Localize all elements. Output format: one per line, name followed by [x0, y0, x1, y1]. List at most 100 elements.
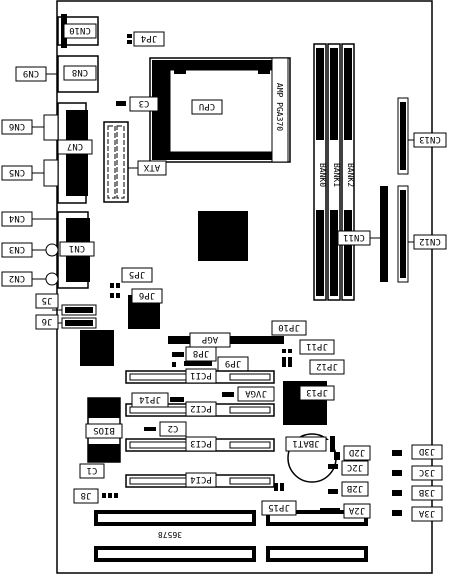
j3a-label: J3A [418, 508, 435, 518]
bios-label: BIOS [93, 425, 115, 435]
cn12-connector: CN12 [397, 185, 447, 283]
cn2-label: CN2 [9, 273, 25, 283]
atx-label: ATX [143, 162, 160, 172]
jp12-label: JP12 [316, 361, 338, 371]
dimm-bank0: BANK0 [313, 43, 327, 301]
c1-label: C1 [87, 465, 98, 475]
cn1-connector: CN1 CN4 CN3 CN2 [1, 211, 95, 289]
bank2-label: BANK2 [346, 163, 355, 187]
jbat1-label: JBAT1 [292, 438, 319, 448]
j2d-header: J2D [334, 445, 371, 461]
c3-label: C3 [139, 98, 150, 108]
j2d-label: J2D [349, 447, 365, 457]
cn5-label: CN5 [9, 167, 25, 177]
bios-chip: BIOS [85, 397, 123, 463]
jp5-jumper: JP5 [110, 267, 153, 288]
j8-header: J8 [73, 488, 118, 504]
j2c-label: J2C [347, 462, 363, 472]
jp6-jumper: JP6 [110, 288, 163, 304]
cn10-label: CN10 [69, 25, 91, 35]
cn8-connector: CN8 CN9 [15, 55, 99, 93]
cn12-label: CN12 [419, 236, 441, 246]
cn11-label: CN11 [343, 232, 365, 242]
j6-header: J6 [35, 314, 97, 330]
dimm-bank2: BANK2 [341, 43, 355, 301]
cn7-connector: CN7 CN6 [1, 102, 93, 204]
j8-label: J8 [81, 490, 92, 500]
c2-capacitor: C2 [144, 421, 187, 437]
c2-label: C2 [168, 423, 179, 433]
isa-slot-1 [94, 510, 256, 526]
north-bridge-chip [198, 211, 248, 261]
c1-capacitor: C1 [79, 463, 105, 479]
jvga-label: JVGA [245, 388, 267, 398]
j3a-header: J3A [392, 506, 443, 522]
jp14-jumper: JP14 [131, 392, 184, 408]
board-code: 36578 [158, 530, 182, 539]
j3c-header: J3C [392, 465, 443, 481]
jp8-jumper: JP8 [172, 346, 217, 362]
cn7-label: CN7 [67, 141, 83, 151]
j3c-label: J3C [419, 467, 435, 477]
jp4-jumper: JP4 [127, 31, 165, 47]
jp15-label: JP15 [268, 502, 290, 512]
board-outline [56, 0, 433, 574]
jp10-label: JP10 [278, 322, 300, 332]
cn11-connector: CN11 [337, 186, 388, 282]
cn4-label: CN4 [9, 213, 25, 223]
cn8-label: CN8 [72, 67, 88, 77]
jp6-label: JP6 [139, 290, 155, 300]
pci1-slot: PCI1 [125, 368, 275, 384]
jp11-jumper: JP11 [282, 339, 335, 355]
amp-pga370-label: AMP PGA370 [275, 83, 284, 131]
bank0-label: BANK0 [318, 163, 327, 187]
dimm-bank1: BANK1 [327, 43, 341, 301]
jp10-jumper: JP10 [271, 320, 307, 336]
jp14-label: JP14 [139, 394, 161, 404]
pci4-label: PCI4 [190, 474, 212, 484]
jp12-jumper: JP12 [282, 357, 345, 375]
agp-slot: AGP [168, 332, 284, 348]
io-chip [80, 330, 114, 366]
jp13-jumper: JP13 [299, 385, 335, 401]
cn10-connector: CN10 [57, 14, 99, 48]
cn6-label: CN6 [9, 121, 25, 131]
cn5-connector: CN5 [1, 159, 59, 187]
cn13-label: CN13 [419, 134, 441, 144]
c3-capacitor: C3 [116, 96, 159, 112]
isa-slot-4 [266, 546, 368, 562]
pci3-slot: PCI3 [125, 436, 275, 452]
j3d-label: J3D [419, 446, 435, 456]
j3b-label: J3B [419, 487, 435, 497]
j3b-header: J3B [392, 485, 443, 501]
cpu-socket: CPU AMP PGA370 [149, 57, 291, 163]
j2a-label: J2A [348, 505, 365, 515]
cn9-label: CN9 [23, 68, 39, 78]
cpu-label: CPU [199, 101, 215, 111]
cn1-label: CN1 [69, 243, 85, 253]
jp9-label: JP9 [225, 358, 241, 368]
jp13-label: JP13 [306, 387, 328, 397]
jbat1-jumper: JBAT1 [285, 436, 335, 452]
cn13-connector: CN13 [397, 97, 447, 175]
isa-slot-2 [94, 546, 256, 562]
j2b-header: J2B [328, 481, 369, 497]
bank1-label: BANK1 [332, 163, 341, 187]
j2c-header: J2C [328, 460, 369, 476]
jp4-label: JP4 [141, 33, 157, 43]
jp5-label: JP5 [129, 269, 145, 279]
pci1-label: PCI1 [190, 370, 212, 380]
jp11-label: JP11 [306, 341, 328, 351]
jp8-label: JP8 [193, 348, 209, 358]
pci2-label: PCI2 [190, 403, 212, 413]
j2a-header: J2A [320, 503, 371, 519]
agp-label: AGP [201, 334, 218, 344]
j5-header: J5 [35, 293, 97, 316]
cn3-label: CN3 [9, 244, 25, 254]
j5-label: J5 [42, 295, 53, 305]
jp9-jumper: JP9 [172, 356, 249, 372]
j3d-header: J3D [392, 444, 443, 460]
jp15-jumper: JP15 [261, 483, 297, 516]
pci3-label: PCI3 [190, 438, 212, 448]
jvga-jumper: JVGA [222, 386, 275, 402]
